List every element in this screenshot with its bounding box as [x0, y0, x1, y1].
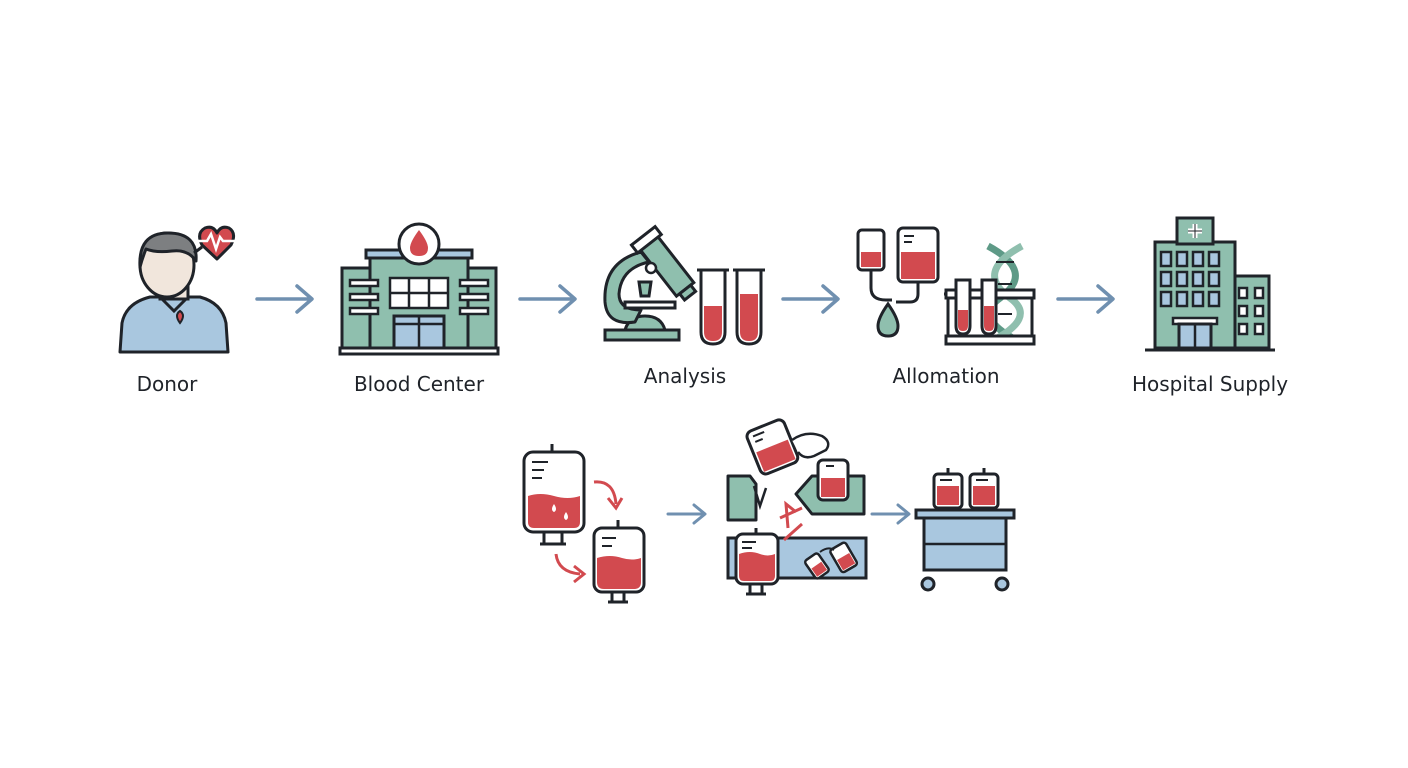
blood-center-icon	[338, 222, 500, 356]
microscope-icon	[603, 224, 765, 346]
delivery-cart-icon	[914, 468, 1016, 592]
step-label-allomation: Allomation	[892, 364, 1000, 388]
step-label-analysis: Analysis	[643, 364, 727, 388]
step-label-donor: Donor	[136, 372, 198, 396]
flow-arrow-icon	[781, 284, 840, 314]
flow-arrow-icon	[870, 503, 911, 525]
hospital-icon	[1145, 216, 1275, 352]
step-label-hospital-supply: Hospital Supply	[1131, 372, 1289, 396]
donor-icon	[118, 225, 236, 354]
blood-processing-icon	[726, 418, 868, 596]
step-label-blood-center: Blood Center	[353, 372, 485, 396]
blood-bag-transfer-icon	[522, 444, 646, 604]
flow-arrow-icon	[666, 503, 707, 525]
allocation-icon	[856, 226, 1036, 346]
flow-arrow-icon	[255, 284, 314, 314]
flow-arrow-icon	[518, 284, 577, 314]
flow-arrow-icon	[1056, 284, 1115, 314]
